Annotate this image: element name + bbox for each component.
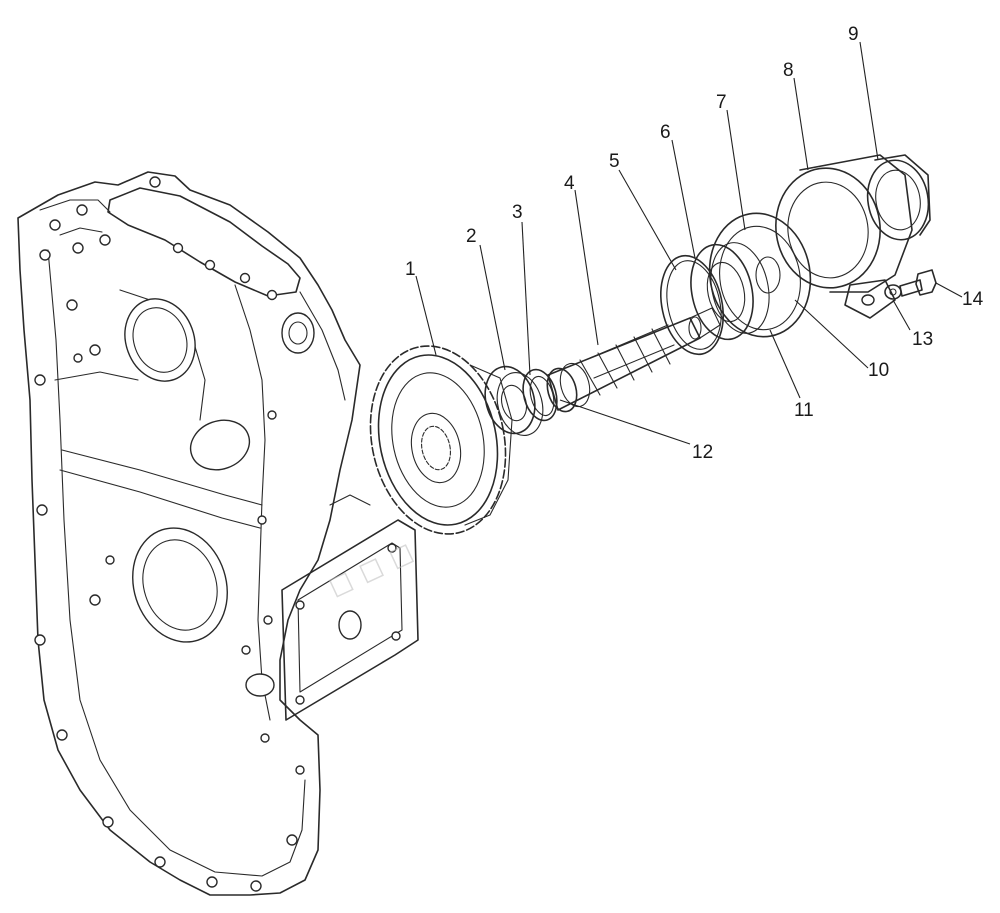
callout-11: 11 <box>794 400 814 421</box>
callout-7: 7 <box>716 92 727 113</box>
callout-1: 1 <box>405 259 416 280</box>
callout-8: 8 <box>783 60 794 81</box>
o-ring <box>660 254 724 356</box>
callout-4: 4 <box>564 173 575 194</box>
callout-10: 10 <box>868 360 889 381</box>
callout-6: 6 <box>660 122 671 143</box>
shaft-collar <box>546 362 591 413</box>
splined-shaft <box>547 307 721 411</box>
spur-gear <box>369 345 513 535</box>
callout-14: 14 <box>962 289 984 310</box>
callout-12: 12 <box>692 442 713 463</box>
callout-3: 3 <box>512 202 523 223</box>
callout-2: 2 <box>466 226 477 247</box>
bearing-cover <box>775 154 913 319</box>
hex-bolt <box>899 269 937 297</box>
thrust-washer <box>484 365 544 436</box>
callout-group: 1 2 3 4 5 6 7 8 9 10 11 12 13 14 <box>405 24 984 463</box>
callout-13: 13 <box>912 329 933 350</box>
callout-9: 9 <box>848 24 859 45</box>
oil-seal <box>866 154 931 241</box>
gearbox-housing <box>17 171 419 896</box>
callout-5: 5 <box>609 151 620 172</box>
cover-gasket <box>708 212 812 338</box>
